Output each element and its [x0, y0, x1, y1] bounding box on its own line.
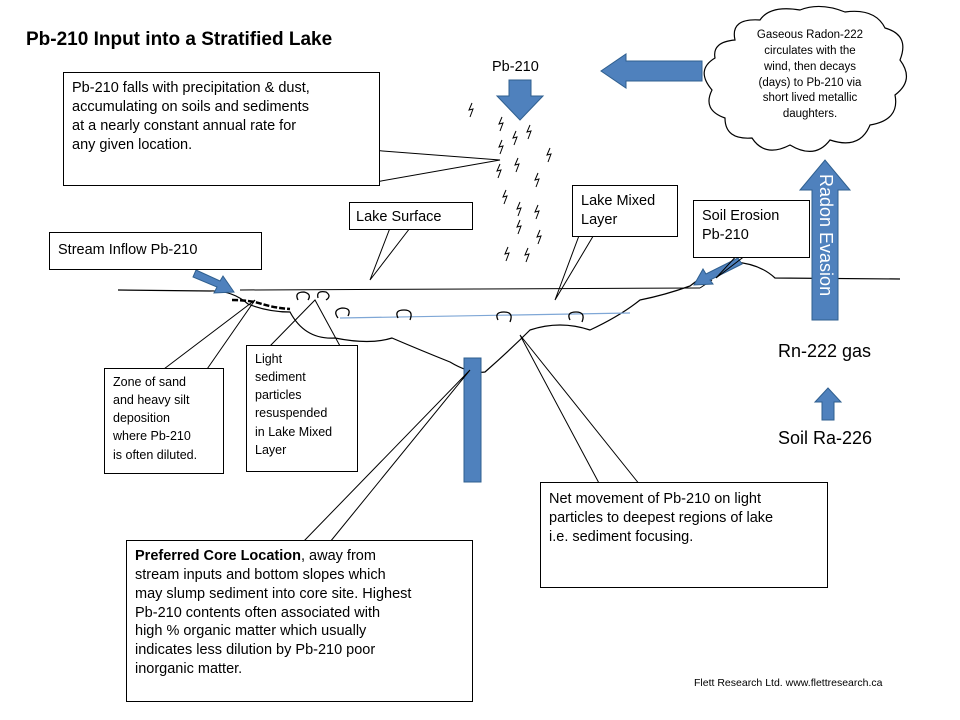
stream-sediment-deposit — [231, 298, 291, 311]
stream-inflow-callout: Stream Inflow Pb-210 — [49, 232, 262, 270]
sediment-focusing-callout: Net movement of Pb-210 on light particle… — [540, 482, 828, 588]
precipitation-streaks — [468, 102, 552, 263]
callout-pointers — [159, 149, 751, 543]
stream-inflow-arrow — [192, 269, 235, 294]
pb210-down-arrow — [495, 79, 545, 121]
credit-line: Flett Research Ltd. www.flettresearch.ca — [694, 677, 883, 689]
rn222-gas-label: Rn-222 gas — [778, 341, 872, 361]
soil-erosion-arrow — [693, 257, 743, 286]
radon-evasion-arrow — [798, 159, 852, 321]
radon-cloud — [703, 5, 907, 152]
sand-zone-callout: Zone of sand and heavy silt deposition w… — [104, 368, 224, 474]
precipitation-callout: Pb-210 falls with precipitation & dust, … — [63, 72, 380, 186]
lake-mixed-layer-callout: Lake Mixed Layer — [572, 185, 678, 237]
lake-surface-line — [239, 287, 701, 291]
soil-erosion-callout: Soil Erosion Pb-210 — [693, 200, 810, 258]
core-location-heading: Preferred Core Location — [135, 548, 301, 564]
pb210-label: Pb-210 — [492, 59, 539, 75]
diagram-title: Pb-210 Input into a Stratified Lake — [26, 29, 333, 50]
radon-to-pb210-arrow — [600, 53, 703, 89]
lake-surface-callout: Lake Surface — [349, 202, 473, 230]
mixed-layer-line — [339, 312, 631, 319]
ra226-up-arrow — [813, 387, 843, 421]
resuspension-swirls — [296, 290, 584, 323]
core-location-text: , away from stream inputs and bottom slo… — [135, 548, 412, 678]
core-location-callout: Preferred Core Location, away from strea… — [126, 540, 473, 702]
lake-basin-outline — [117, 261, 901, 373]
light-sediment-callout: Light sediment particles resuspended in … — [246, 345, 358, 472]
radon-evasion-label: Radon Evasion — [816, 174, 836, 297]
core-tube — [463, 357, 482, 483]
radon-cloud-text: Gaseous Radon-222 circulates with the wi… — [756, 29, 864, 121]
soil-ra226-label: Soil Ra-226 — [778, 428, 873, 448]
